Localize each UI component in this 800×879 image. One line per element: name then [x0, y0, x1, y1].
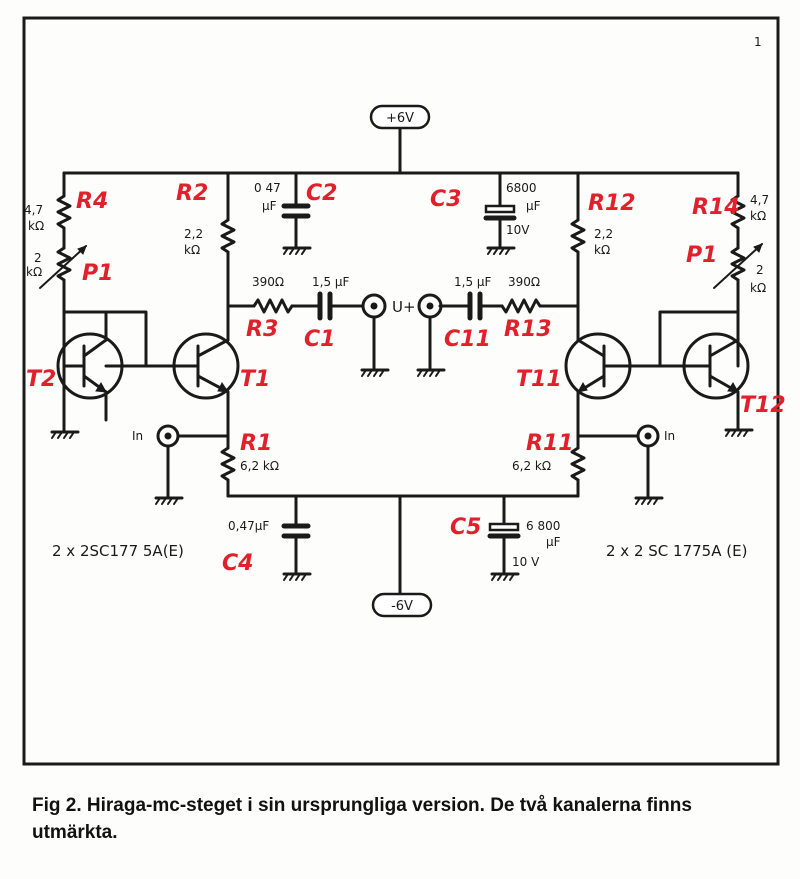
positive-rail-label: +6V: [386, 111, 414, 126]
r12-value: 2,2: [594, 227, 613, 241]
ground-c4: [282, 572, 312, 581]
p1-right-tag: P1: [686, 243, 717, 268]
r14-tag: R14: [692, 195, 740, 220]
resistor-r13: [500, 298, 542, 314]
ground-t12: [724, 428, 754, 437]
t11-tag: T11: [516, 367, 562, 392]
capacitor-c2: [281, 203, 311, 219]
c1-tag: C1: [304, 327, 335, 352]
r4-tag: R4: [76, 189, 108, 214]
c5-tag: C5: [450, 515, 481, 540]
r11-value: 6,2 kΩ: [512, 459, 551, 473]
resistor-r11: [570, 446, 586, 482]
capacitor-c11: [467, 291, 483, 321]
input-label-left: In: [132, 429, 143, 443]
r3-value: 390Ω: [252, 275, 284, 289]
ground-c5: [490, 572, 520, 581]
figure-caption: Fig 2. Hiraga-mc-steget i sin ursprungli…: [32, 795, 692, 843]
resistor-r12: [570, 218, 586, 254]
c3-tag: C3: [430, 187, 461, 212]
resistor-r14: [730, 171, 746, 250]
potentiometer-p1-right: [713, 243, 763, 368]
r3-tag: R3: [246, 317, 278, 342]
r14-unit: kΩ: [750, 209, 766, 223]
t2-tag: T2: [26, 367, 56, 392]
t1-tag: T1: [240, 367, 270, 392]
p1-left-tag: P1: [82, 261, 113, 286]
input-jack-right: [576, 424, 664, 505]
input-jack-left: [154, 424, 230, 505]
c3-voltage: 10V: [506, 223, 530, 237]
negative-rail-label: -6V: [391, 599, 413, 614]
c4-tag: C4: [222, 551, 253, 576]
resistor-r2: [220, 218, 236, 254]
t12-tag: T12: [740, 393, 786, 418]
p1-right-unit: kΩ: [750, 281, 766, 295]
r13-tag: R13: [504, 317, 552, 342]
ground-t2: [50, 430, 80, 439]
output-jack-right: [416, 293, 446, 377]
ground-c3: [486, 246, 516, 255]
r11-tag: R11: [526, 431, 574, 456]
c3-unit: µF: [526, 199, 541, 213]
c5-value: 6 800: [526, 519, 560, 533]
c11-tag: C11: [444, 327, 491, 352]
r14-value: 4,7: [750, 193, 769, 207]
input-label-right: In: [664, 429, 675, 443]
positive-rail: +6V: [62, 104, 740, 175]
transistor-t11: [564, 332, 632, 400]
resistor-r4: [56, 171, 72, 250]
c5-voltage: 10 V: [512, 555, 540, 569]
c2-value: 0 47: [254, 181, 281, 195]
diagram-frame: [22, 16, 780, 766]
r4-value: 4,7: [24, 203, 43, 217]
r2-unit: kΩ: [184, 243, 200, 257]
resistor-r3: [252, 298, 294, 314]
transistor-t1: [172, 332, 240, 400]
capacitor-c1: [317, 291, 333, 321]
capacitor-c4: [281, 523, 311, 539]
c4-value: 0,47µF: [228, 519, 269, 533]
resistor-r1: [220, 446, 236, 482]
c2-unit: µF: [262, 199, 277, 213]
ground-c2: [282, 246, 312, 255]
p1-right-value: 2: [756, 263, 764, 277]
r2-value: 2,2: [184, 227, 203, 241]
r12-unit: kΩ: [594, 243, 610, 257]
c1-value: 1,5 µF: [312, 275, 350, 289]
capacitor-c3: [483, 204, 517, 221]
r2-tag: R2: [176, 181, 208, 206]
page-marker: 1: [754, 35, 762, 49]
right-transistor-type: 2 x 2 SC 1775A (E): [606, 542, 747, 560]
r12-tag: R12: [588, 191, 636, 216]
r1-value: 6,2 kΩ: [240, 459, 279, 473]
negative-rail: -6V: [226, 494, 580, 618]
output-label: U+: [392, 298, 416, 316]
left-transistor-type: 2 x 2SC177 5A(E): [52, 542, 184, 560]
c11-value: 1,5 µF: [454, 275, 492, 289]
output-jack-left: [360, 293, 390, 377]
c3-value: 6800: [506, 181, 537, 195]
capacitor-c5: [487, 522, 521, 539]
c2-tag: C2: [306, 181, 337, 206]
p1-left-value: 2: [34, 251, 42, 265]
r13-value: 390Ω: [508, 275, 540, 289]
r4-unit: kΩ: [28, 219, 44, 233]
p1-left-unit: kΩ: [26, 265, 42, 279]
r1-tag: R1: [240, 431, 272, 456]
c5-unit: µF: [546, 535, 561, 549]
potentiometer-p1-left: [39, 245, 87, 368]
